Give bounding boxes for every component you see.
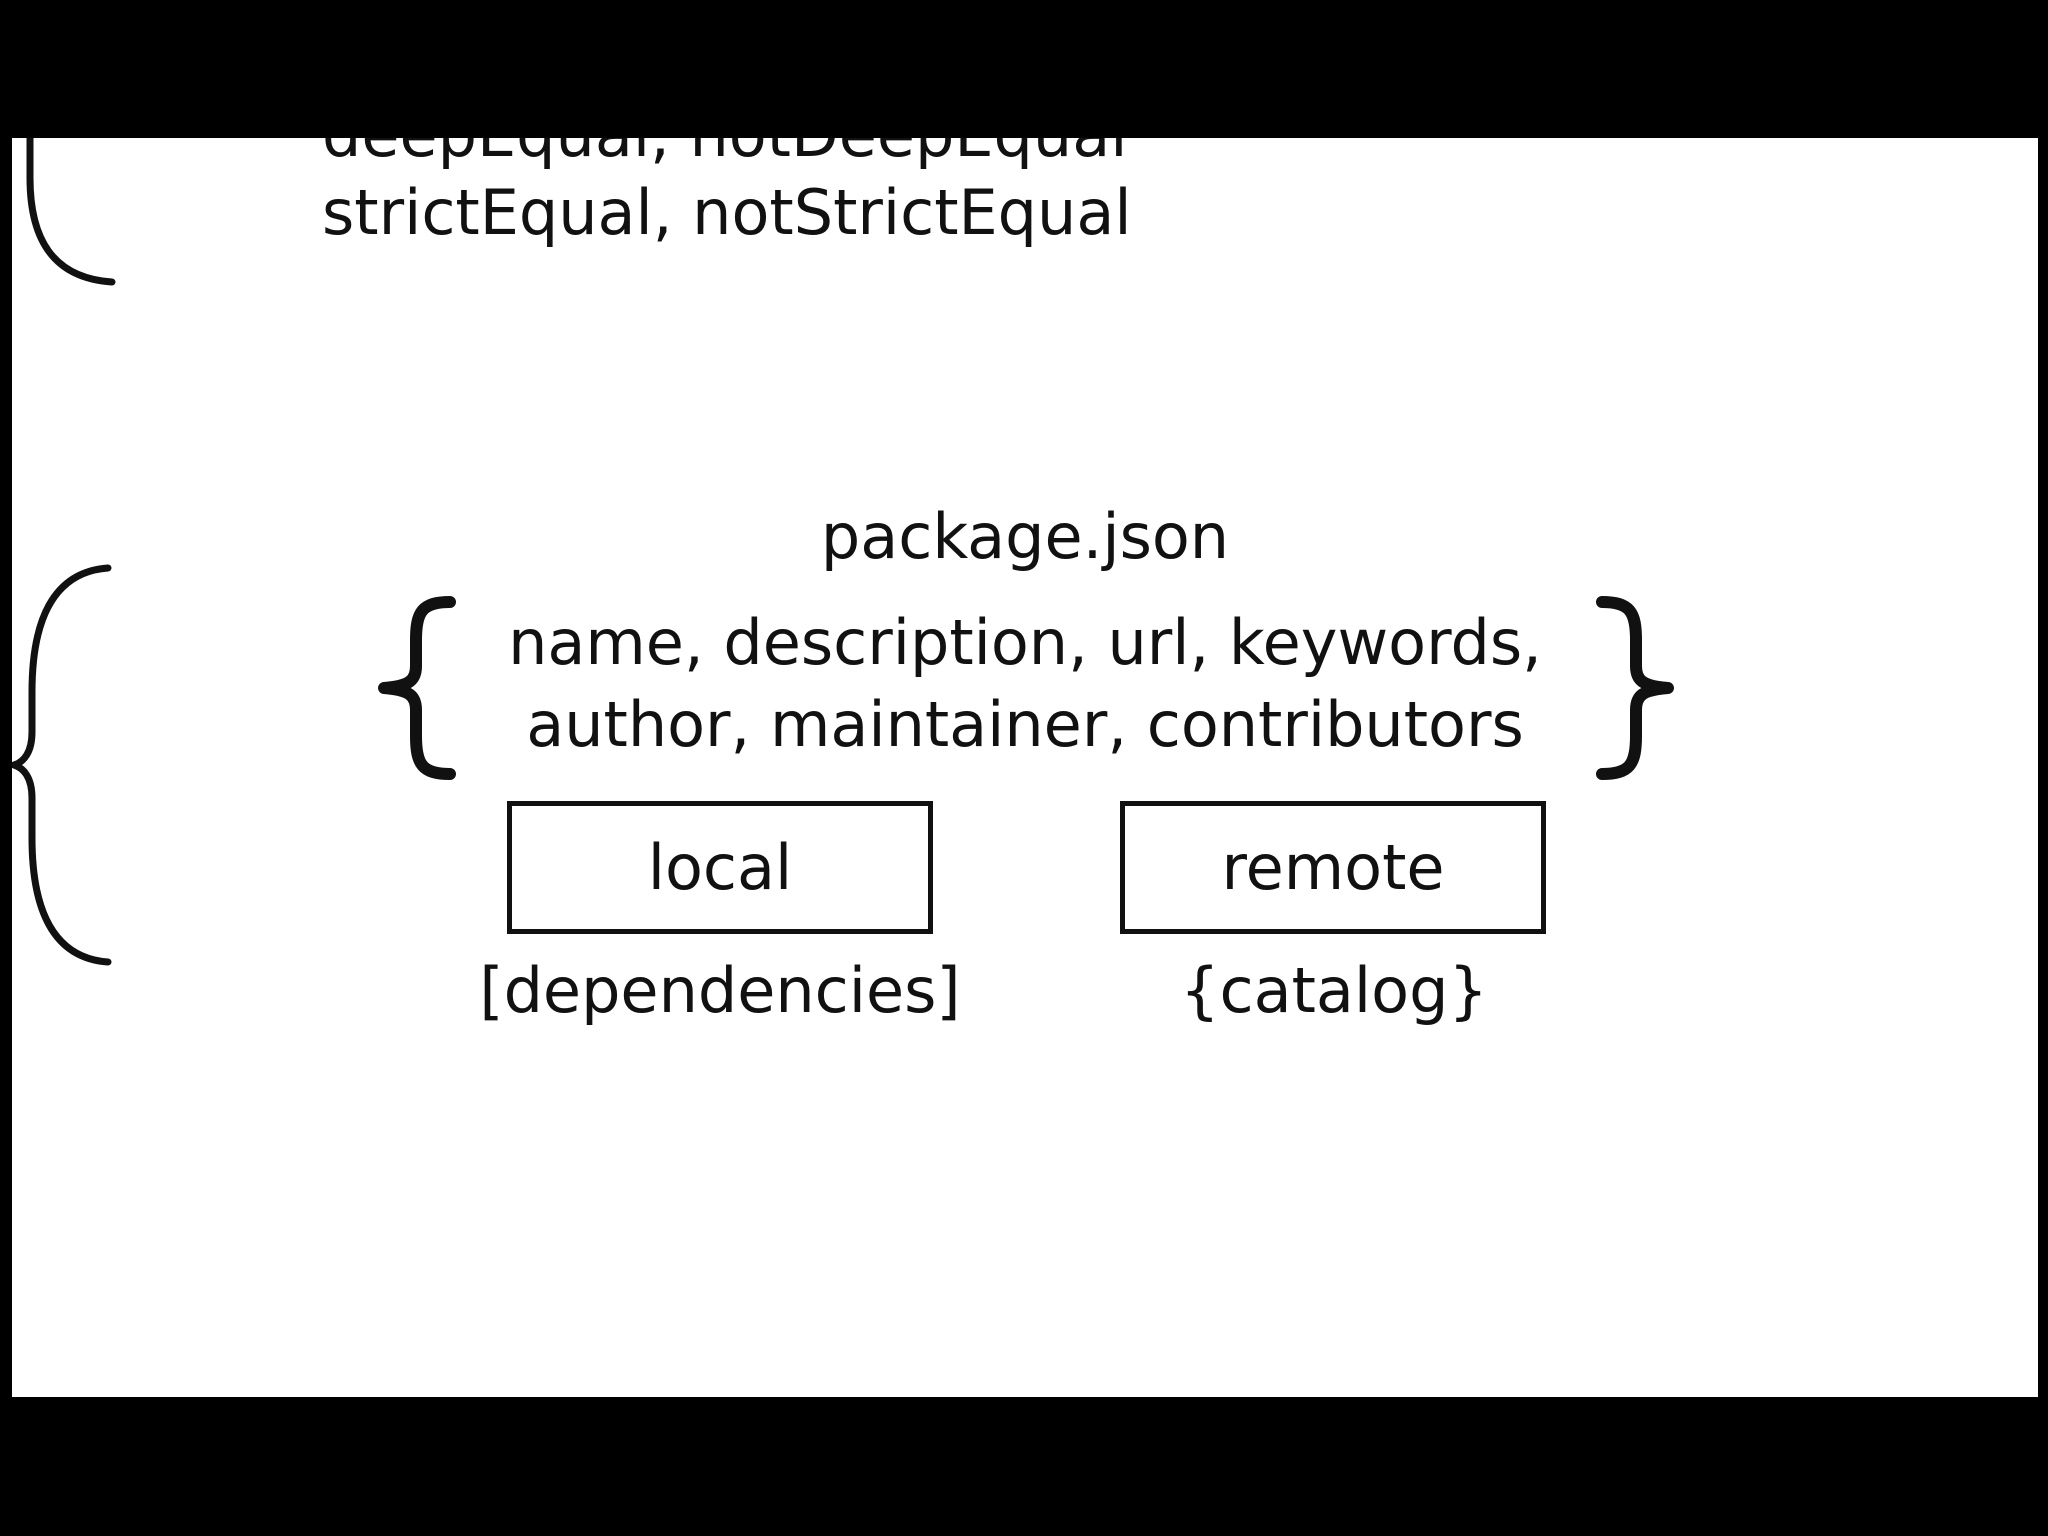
slide-canvas: deepEqual, notDeepEqual strictEqual, not… (12, 138, 2038, 1397)
local-dependencies-label: [dependencies] (479, 954, 961, 1027)
close-curly-brace (1596, 596, 1674, 780)
package-json-title: package.json (820, 500, 1230, 573)
letterbox-bottom-bar (0, 1397, 2048, 1536)
open-curly-brace (378, 596, 456, 780)
remote-box: remote (1120, 801, 1546, 934)
letterbox-top-bar (0, 0, 2048, 138)
assertion-methods-line-1: deepEqual, notDeepEqual (322, 138, 1127, 166)
remote-label: remote (1221, 831, 1445, 904)
left-brace-previous (26, 138, 116, 286)
assertion-methods-line-2: strictEqual, notStrictEqual (322, 176, 1132, 249)
left-brace-package (12, 564, 112, 966)
local-box: local (507, 801, 933, 934)
local-label: local (647, 831, 793, 904)
package-fields-line-2: author, maintainer, contributors (526, 688, 1524, 761)
remote-catalog-label: {catalog} (1180, 954, 1488, 1027)
package-fields-line-1: name, description, url, keywords, (508, 606, 1542, 679)
